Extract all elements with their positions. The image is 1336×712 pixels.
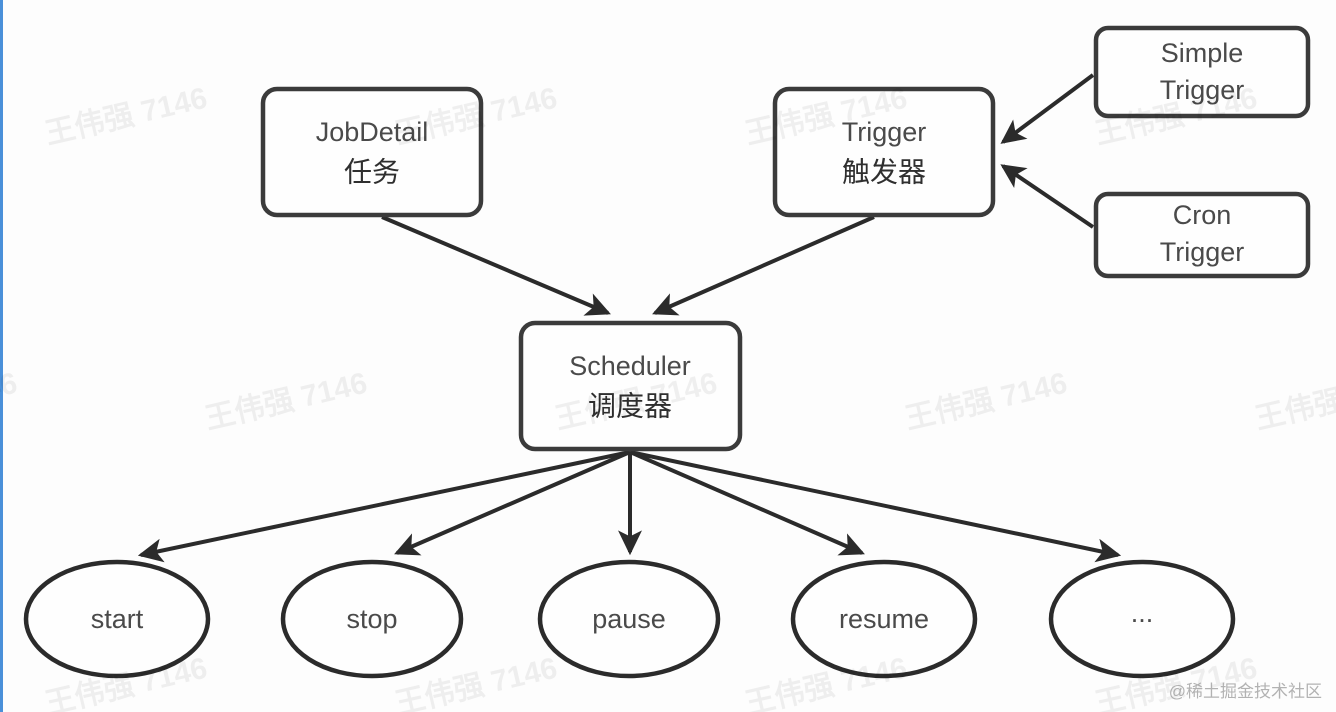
node-jobdetail-label-cn: 任务 — [344, 156, 400, 187]
node-stop[interactable]: stop — [280, 559, 464, 679]
edges-group — [137, 73, 1122, 563]
node-start-label: start — [91, 604, 144, 634]
edge-jobdetail-to-scheduler — [381, 215, 611, 316]
node-simple-trigger-label-line1: Simple — [1161, 38, 1244, 68]
node-scheduler-shape — [518, 320, 743, 452]
boxes-group: JobDetail 任务 Trigger 触发器 Scheduler 调度器 S… — [260, 25, 1311, 452]
edge-trigger-to-scheduler — [652, 215, 875, 316]
node-simple-trigger-label-line2: Trigger — [1160, 75, 1245, 105]
node-resume-shape — [790, 559, 978, 679]
node-pause[interactable]: pause — [537, 559, 721, 679]
node-trigger-shape — [772, 86, 996, 218]
node-cron-trigger[interactable]: Cron Trigger — [1093, 191, 1311, 279]
node-scheduler-label-en: Scheduler — [569, 351, 691, 381]
node-scheduler[interactable]: Scheduler 调度器 — [518, 320, 743, 452]
node-start-shape — [23, 559, 211, 679]
node-trigger-label-cn: 触发器 — [842, 156, 926, 187]
node-scheduler-label-cn: 调度器 — [588, 390, 672, 421]
edge-simpletrigger-to-trigger — [1000, 73, 1095, 144]
node-cron-trigger-label-line1: Cron — [1173, 200, 1232, 230]
edge-scheduler-to-resume — [629, 450, 865, 556]
node-more[interactable]: ... — [1048, 559, 1236, 679]
node-start[interactable]: start — [23, 559, 211, 679]
node-stop-shape — [280, 559, 464, 679]
node-resume-label: resume — [839, 604, 929, 634]
node-simple-trigger-shape — [1093, 25, 1311, 119]
node-pause-label: pause — [592, 604, 666, 634]
ellipses-group: start stop pause resume ... — [23, 559, 1236, 679]
node-pause-shape — [537, 559, 721, 679]
node-trigger-label-en: Trigger — [842, 117, 927, 147]
node-cron-trigger-shape — [1093, 191, 1311, 279]
node-jobdetail[interactable]: JobDetail 任务 — [260, 86, 484, 218]
node-jobdetail-shape — [260, 86, 484, 218]
left-accent-rule — [0, 0, 3, 712]
node-more-label: ... — [1131, 598, 1154, 628]
edge-crontrigger-to-trigger — [1000, 164, 1095, 229]
node-cron-trigger-label-line2: Trigger — [1160, 237, 1245, 267]
site-credit-watermark: @稀土掘金技术社区 — [1168, 682, 1322, 701]
node-jobdetail-label-en: JobDetail — [316, 117, 429, 147]
node-more-shape — [1048, 559, 1236, 679]
node-stop-label: stop — [346, 604, 397, 634]
node-resume[interactable]: resume — [790, 559, 978, 679]
node-trigger[interactable]: Trigger 触发器 — [772, 86, 996, 218]
node-simple-trigger[interactable]: Simple Trigger — [1093, 25, 1311, 119]
edge-scheduler-to-more — [629, 450, 1122, 563]
edge-scheduler-to-start — [137, 450, 631, 563]
edge-scheduler-to-stop — [394, 450, 631, 556]
